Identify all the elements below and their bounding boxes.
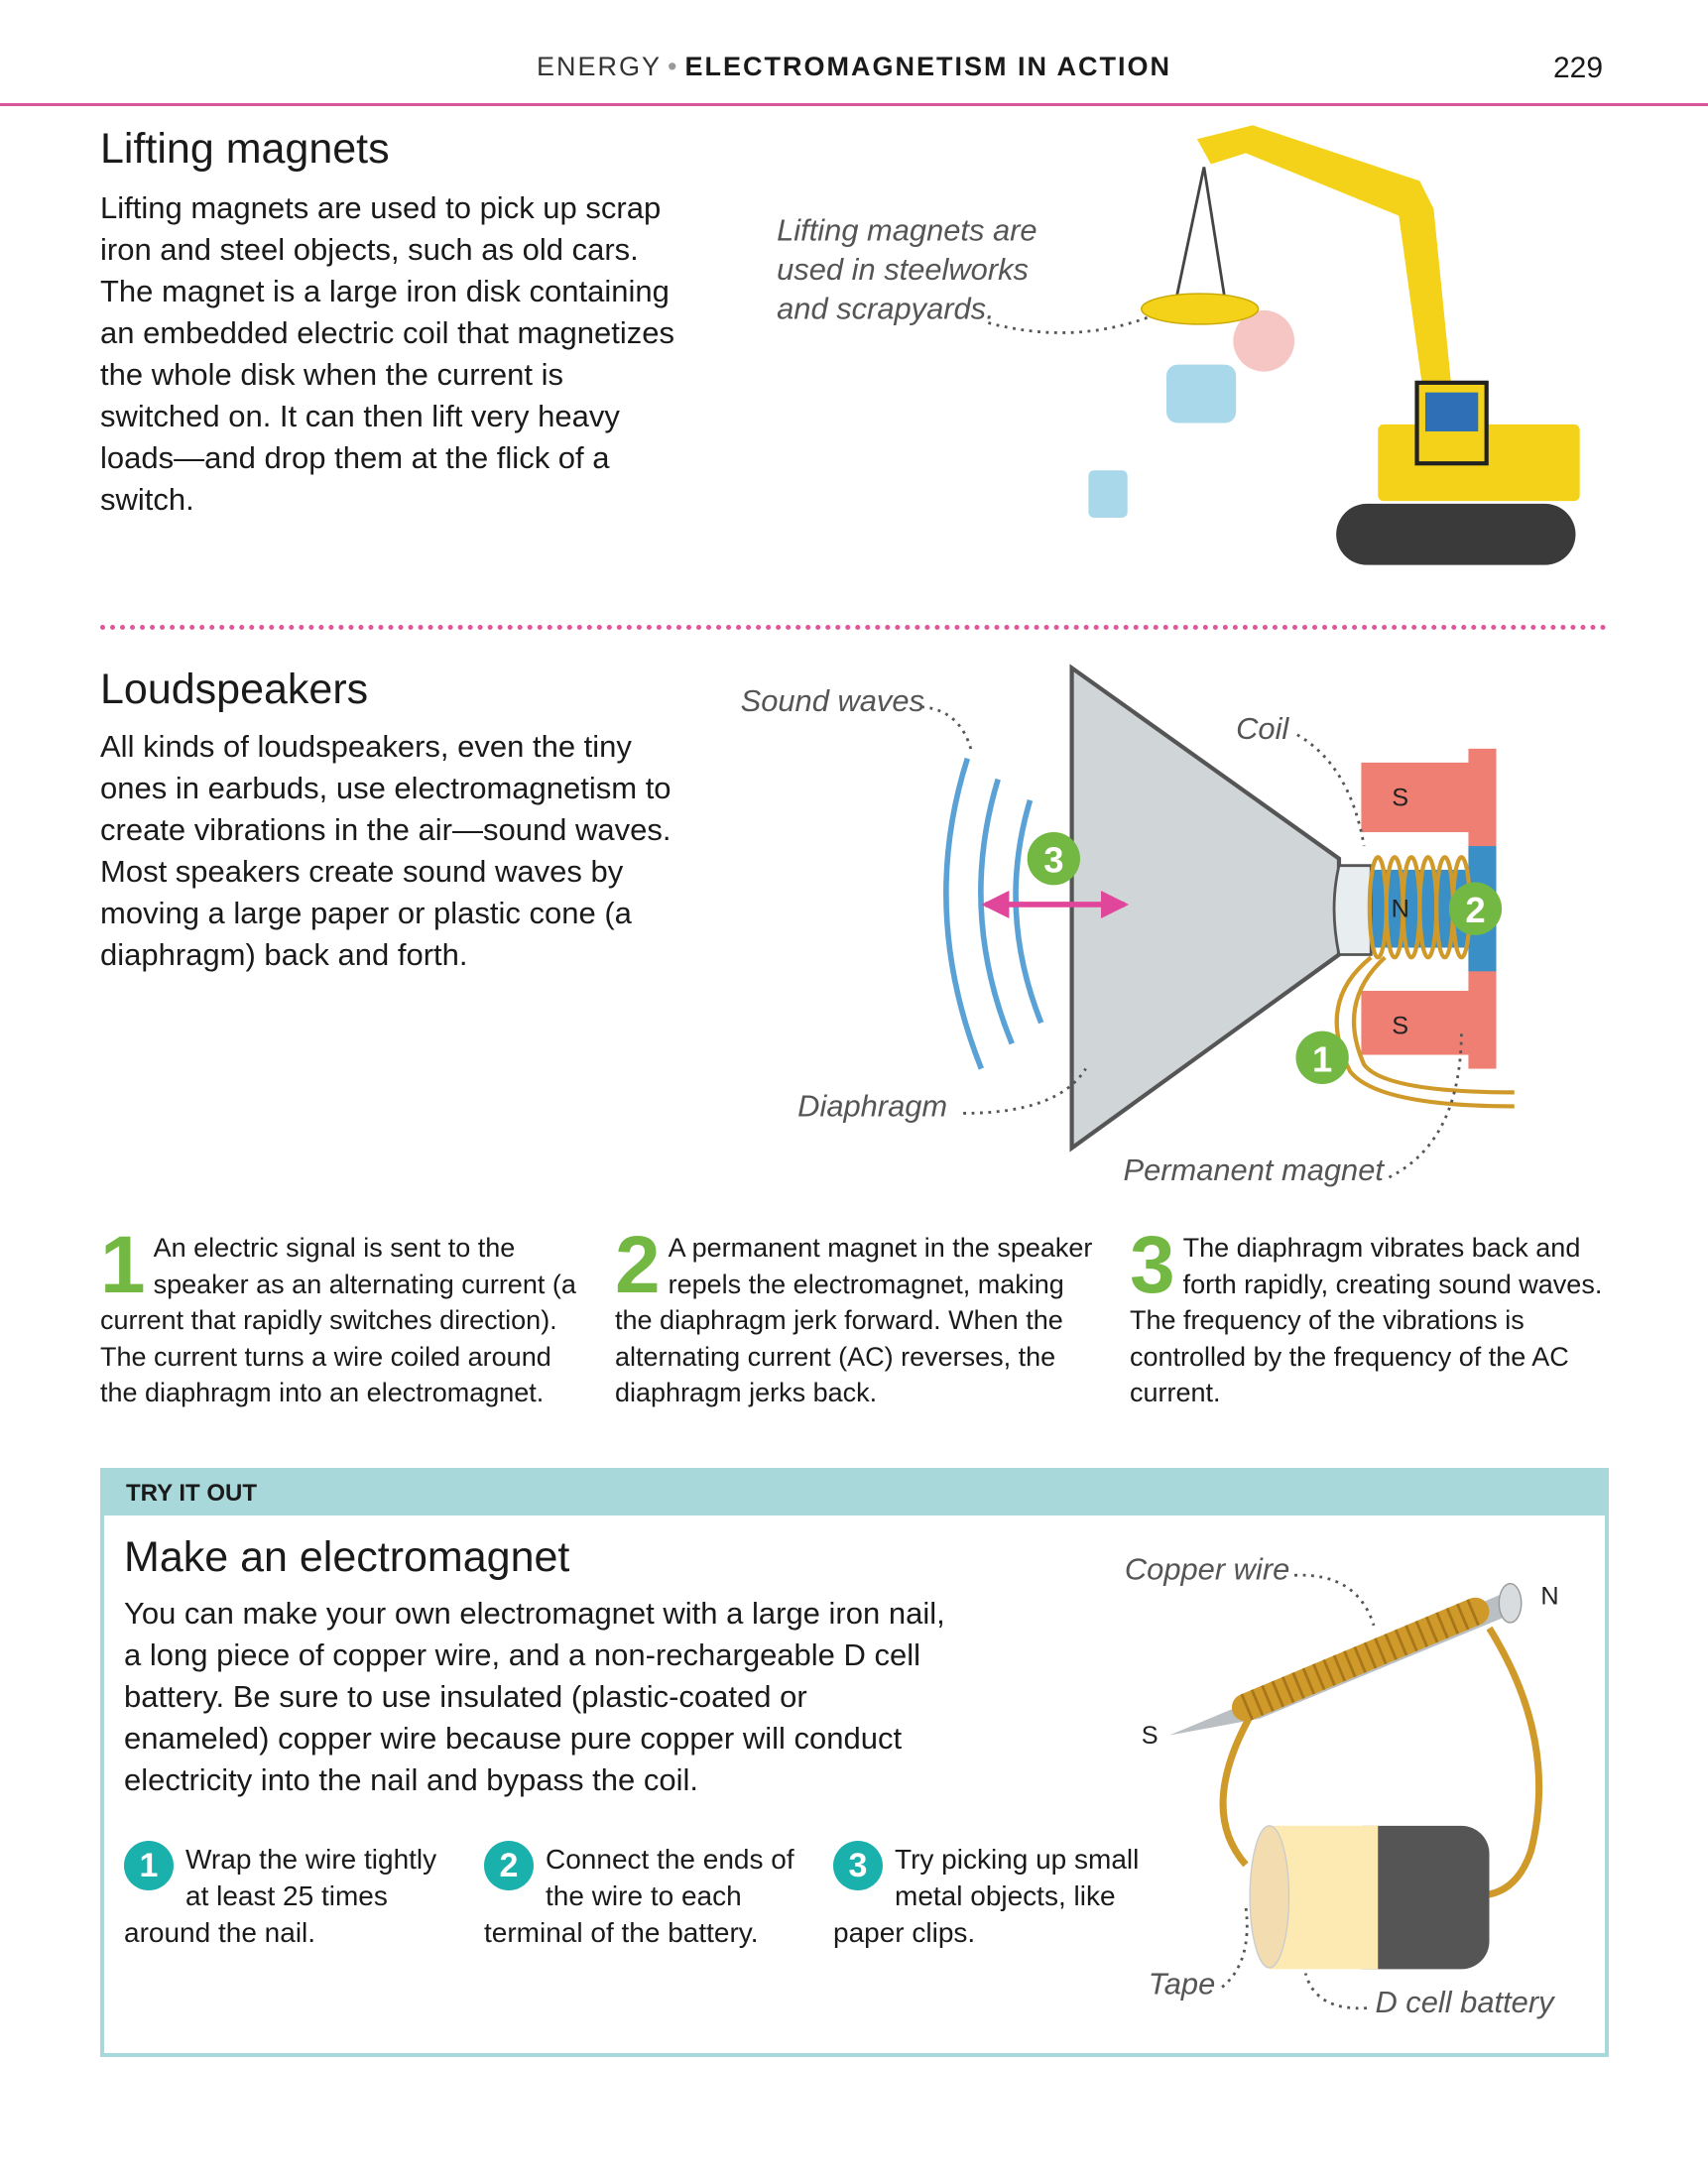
s-label: S [1392,784,1408,811]
try-it-out-box: TRY IT OUT Make an electromagnet You can… [100,1468,1609,2057]
diaphragm-cone [1069,664,1342,1152]
label-pointers [920,705,1463,1179]
magnet-back [1468,748,1497,1069]
crane-illustration [1088,125,1580,565]
sound-wave [943,757,984,1070]
n-label: N [1392,896,1409,923]
s-label: S [1392,1012,1408,1039]
lifting-caption-line: and scrapyards. [777,291,995,325]
step-number: 1 [100,1220,146,1310]
step-text: Try picking up small metal objects, like… [833,1844,1140,1948]
try-it-out-label: TRY IT OUT [104,1472,1605,1515]
marker-3-label: 3 [1043,840,1063,881]
lifting-heading: Lifting magnets [100,125,390,173]
lifting-caption-line: used in steelworks [777,252,1029,287]
marker-2 [1448,882,1503,935]
crane-boom [1196,125,1455,418]
step-text: An electric signal is sent to the speake… [100,1233,576,1407]
step-number: 2 [615,1220,661,1310]
caption-pointer [988,315,1150,334]
sound-wave [978,778,1015,1045]
permanent-magnet-label: Permanent magnet [1123,1152,1385,1187]
coil [1334,855,1515,1109]
loudspeakers-heading: Loudspeakers [100,666,369,713]
bullet-icon: • [668,52,679,81]
sound-wave [1013,798,1044,1025]
crane-cab [1414,380,1489,466]
lifting-magnet-disk [1141,293,1260,325]
step-number: 2 [484,1841,534,1890]
lifting-body: Lifting magnets are used to pick up scra… [100,190,674,517]
step-number: 3 [833,1841,883,1890]
cab-window [1424,392,1479,431]
try-body: You can make your own electromagnet with… [124,1596,945,1797]
step-text: Wrap the wire tightly at least 25 times … [124,1844,437,1948]
header-section: ENERGY [537,52,663,81]
step-number: 3 [1130,1220,1175,1310]
step-text: The diaphragm vibrates back and forth ra… [1130,1233,1603,1407]
step-text: A permanent magnet in the speaker repels… [615,1233,1093,1407]
marker-1-label: 1 [1312,1038,1332,1079]
magnet-s-top [1361,762,1470,833]
marker-2-label: 2 [1465,890,1485,930]
lifting-caption-line: Lifting magnets are [777,213,1037,248]
try-heading: Make an electromagnet [124,1533,570,1581]
robot-scrap [1165,364,1237,424]
diaphragm-label: Diaphragm [797,1088,947,1123]
header-title: ELECTROMAGNETISM IN ACTION [684,52,1171,81]
loudspeaker-diagram: 3 2 1 S N S [943,664,1515,1152]
step-number: 1 [124,1841,174,1890]
section-divider [100,625,1607,630]
marker-3 [1027,832,1080,886]
robot-scrap [1088,470,1128,518]
page-number: 229 [1553,52,1604,84]
running-header: ENERGY•ELECTROMAGNETISM IN ACTION [0,52,1708,82]
header-rule [0,103,1708,106]
sound-waves-label: Sound waves [741,683,924,718]
marker-1 [1295,1030,1349,1084]
magnet-n-core [1361,869,1470,948]
loudspeakers-body: All kinds of loudspeakers, even the tiny… [100,729,671,972]
crane-tracks [1336,503,1576,565]
crane-body [1378,424,1580,502]
magnet-s-bottom [1361,990,1470,1055]
vibration-arrow [1101,890,1130,919]
robot-scrap [1233,309,1295,372]
coil-label: Coil [1236,711,1289,746]
step-text: Connect the ends of the wire to each ter… [484,1844,794,1948]
